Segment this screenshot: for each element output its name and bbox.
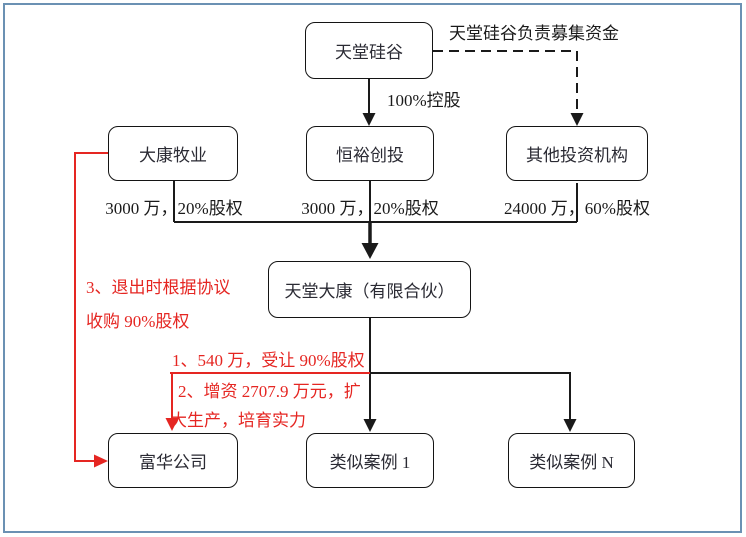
label-dakang-stake: 3000 万，20%股权 — [105, 199, 243, 218]
node-fuhua-gongsi: 富华公司 — [108, 433, 238, 488]
node-anli-n: 类似案例 N — [508, 433, 635, 488]
note-transfer-stake: 1、540 万，受让 90%股权 — [172, 351, 365, 370]
label-hengyu-stake: 3000 万，20%股权 — [301, 199, 439, 218]
arrowhead-anli1 — [363, 419, 377, 432]
label-100pct-holding: 100%控股 — [387, 91, 461, 110]
node-anli-1: 类似案例 1 — [306, 433, 434, 488]
edge-red-exit-buyback — [74, 152, 108, 462]
label-fundraising-responsibility: 天堂硅谷负责募集资金 — [449, 24, 619, 43]
node-qita-touzi-jigou: 其他投资机构 — [506, 126, 648, 181]
node-tiantang-guigu: 天堂硅谷 — [305, 22, 433, 79]
arrowhead-red-fuhua-top — [165, 418, 179, 431]
arrowhead-hengyu — [362, 113, 376, 126]
node-tiantang-dakang-partnership: 天堂大康（有限合伙） — [268, 261, 471, 318]
note-capital-increase-line1: 2、增资 2707.9 万元，扩 — [178, 382, 361, 401]
label-qita-stake: 24000 万，60%股权 — [504, 199, 650, 218]
edge-guigu-to-qita-dashed — [433, 50, 578, 110]
note-capital-increase-line2: 大生产，培育实力 — [170, 411, 306, 430]
edge-partnership-to-anliN — [370, 372, 571, 419]
arrowhead-anliN — [563, 419, 577, 432]
node-hengyu-chuangtou: 恒裕创投 — [306, 126, 434, 181]
arrowhead-red-fuhua-left — [94, 454, 108, 468]
arrowhead-qita — [570, 113, 584, 126]
note-exit-agreement-line2: 收购 90%股权 — [86, 312, 190, 331]
note-exit-agreement-line1: 3、退出时根据协议 — [86, 278, 231, 297]
node-dakang-muye: 大康牧业 — [108, 126, 238, 181]
arrowhead-dakangpartnership — [361, 243, 379, 259]
